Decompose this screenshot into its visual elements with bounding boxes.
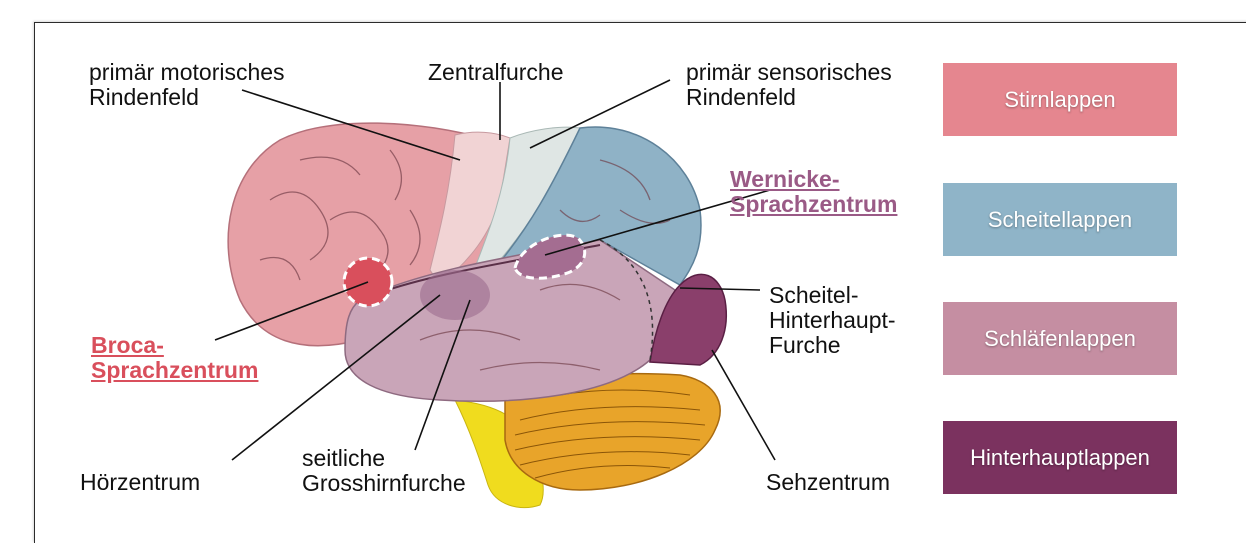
label-parieto-line3: Furche xyxy=(769,333,896,358)
legend-temporal: Schläfenlappen xyxy=(943,302,1177,375)
legend-frontal: Stirnlappen xyxy=(943,63,1177,136)
label-lateral-line2: Grosshirnfurche xyxy=(302,471,466,496)
label-lateral-line1: seitliche xyxy=(302,446,466,471)
label-broca-line2: Sprachzentrum xyxy=(91,358,258,383)
label-sensory-line2: Rindenfeld xyxy=(686,85,892,110)
label-wernicke-line1: Wernicke- xyxy=(730,167,897,192)
label-broca: Broca- Sprachzentrum xyxy=(91,333,258,383)
hearing-center xyxy=(420,270,490,320)
label-motor-cortex: primär motorisches Rindenfeld xyxy=(89,60,285,110)
label-lateral-fissure: seitliche Grosshirnfurche xyxy=(302,446,466,496)
label-broca-line1: Broca- xyxy=(91,333,258,358)
legend-occipital: Hinterhauptlappen xyxy=(943,421,1177,494)
label-vision-center: Sehzentrum xyxy=(766,470,890,495)
label-sensory-line1: primär sensorisches xyxy=(686,60,892,85)
label-parieto-line1: Scheitel- xyxy=(769,283,896,308)
label-wernicke: Wernicke- Sprachzentrum xyxy=(730,167,897,217)
label-parieto-line2: Hinterhaupt- xyxy=(769,308,896,333)
label-parieto-occipital: Scheitel- Hinterhaupt- Furche xyxy=(769,283,896,358)
legend-parietal: Scheitellappen xyxy=(943,183,1177,256)
label-motor-line2: Rindenfeld xyxy=(89,85,285,110)
label-hearing-center: Hörzentrum xyxy=(80,470,200,495)
label-wernicke-line2: Sprachzentrum xyxy=(730,192,897,217)
label-motor-line1: primär motorisches xyxy=(89,60,285,85)
label-central-sulcus: Zentralfurche xyxy=(428,60,564,85)
label-sensory-cortex: primär sensorisches Rindenfeld xyxy=(686,60,892,110)
